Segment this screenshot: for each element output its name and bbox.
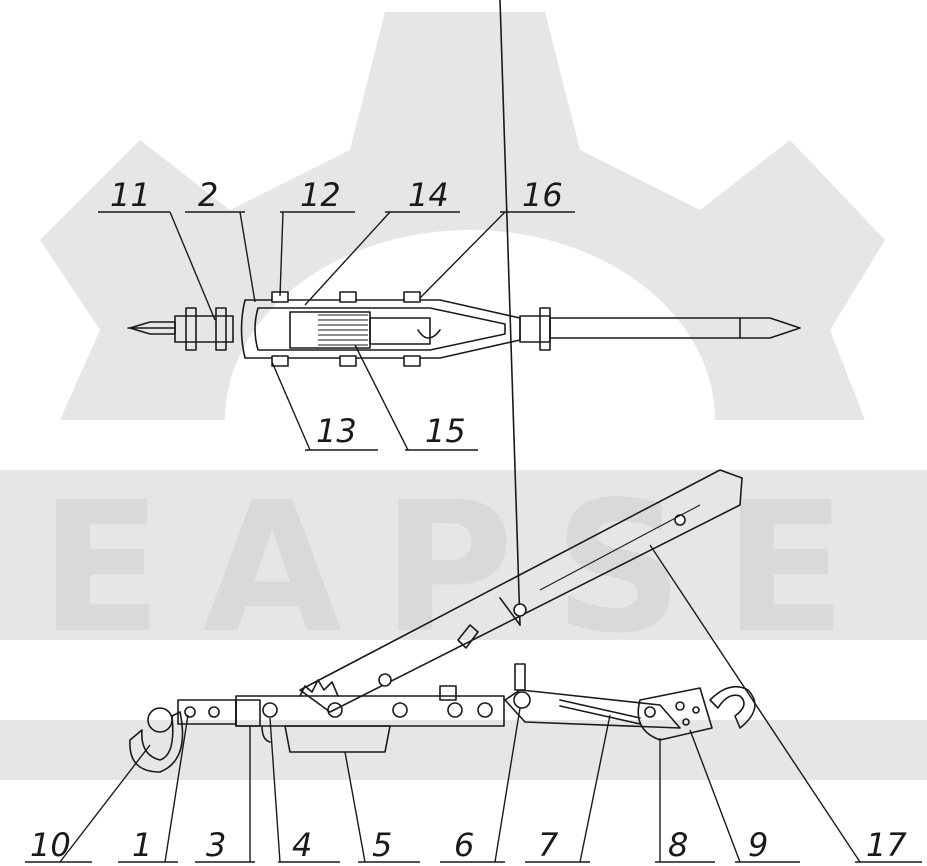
side-trigger	[457, 624, 479, 649]
watermark-text: EAPSE	[40, 464, 887, 673]
side-view	[129, 0, 756, 773]
watermark-logo: EAPSE	[0, 12, 927, 780]
side-right-hook	[709, 685, 756, 729]
top-left-connector	[174, 315, 234, 343]
label-14: 14	[408, 176, 449, 214]
side-lower-plate	[284, 725, 391, 753]
side-lever-arm	[299, 469, 743, 713]
top-view-labels: 11 2 12 14 16 13 15	[98, 176, 575, 451]
label-2: 2	[198, 176, 218, 214]
label-4: 4	[292, 826, 312, 864]
label-3: 3	[206, 826, 226, 864]
label-10: 10	[30, 826, 71, 864]
label-16: 16	[522, 176, 563, 214]
top-view	[127, 291, 801, 367]
label-7: 7	[538, 826, 559, 864]
label-6: 6	[454, 826, 474, 864]
side-pulley-block	[637, 687, 713, 741]
label-11: 11	[110, 176, 151, 214]
watermark-lower-band	[0, 720, 927, 780]
side-view-labels: 10 1 3 4 5 6 7 8 9 17	[25, 544, 922, 864]
label-13: 13	[316, 412, 357, 450]
label-8: 8	[668, 826, 688, 864]
label-9: 9	[748, 826, 768, 864]
label-5: 5	[372, 826, 392, 864]
label-15: 15	[425, 412, 466, 450]
label-12: 12	[300, 176, 341, 214]
top-handle	[549, 317, 801, 339]
watermark-band	[0, 470, 927, 640]
label-1: 1	[132, 826, 152, 864]
label-17: 17	[866, 826, 907, 864]
side-left-hook	[129, 711, 184, 773]
